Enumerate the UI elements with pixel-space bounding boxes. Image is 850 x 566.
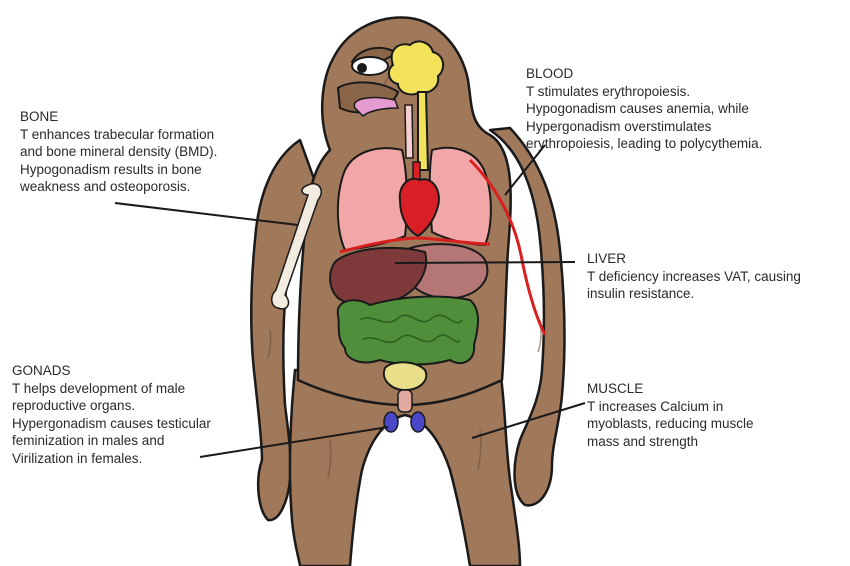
intestines — [336, 295, 479, 366]
gonads-text-line: feminization in males and — [12, 433, 165, 448]
left-testis — [383, 411, 399, 433]
gonads-text-line: Hypergonadism causes testicular — [12, 415, 211, 431]
blood-text-line: erythropoiesis, leading to polycythemia. — [526, 136, 763, 151]
penis — [397, 389, 413, 413]
humerus-bone — [271, 183, 322, 310]
gonads-text-line: T helps development of male — [12, 380, 186, 396]
gonads-text-line: reproductive organs. — [12, 398, 136, 413]
pelvic-organs — [382, 361, 428, 433]
legs — [288, 368, 522, 566]
pointer-gonads — [199, 426, 389, 458]
blood-text-line: T stimulates erythropoiesis. — [526, 83, 691, 99]
blood-title: BLOOD — [526, 66, 574, 81]
arm-blood-vessel — [468, 158, 547, 336]
pointer-lines — [114, 144, 586, 458]
pupil — [357, 63, 367, 73]
trachea — [404, 104, 414, 159]
muscle-text-line: T increases Calcium in — [587, 398, 724, 414]
diaphragm-vessel — [339, 236, 491, 254]
bone-text-line: T enhances trabecular formation — [20, 126, 215, 142]
gonads-text-line: Virilization in females. — [12, 450, 143, 466]
bone-text-line: weakness and osteoporosis. — [20, 179, 191, 194]
muscle-text-line: myoblasts, reducing muscle — [587, 416, 754, 431]
left-lung — [336, 147, 408, 252]
muscle-title: MUSCLE — [587, 381, 644, 396]
gonads-title: GONADS — [12, 363, 71, 378]
small-intestine-coils — [359, 314, 463, 344]
blood-text-line: Hypogonadism causes anemia, while — [526, 101, 749, 116]
eye — [351, 56, 389, 76]
blood-text-line: Hypergonadism overstimulates — [526, 118, 712, 134]
liver-label-block: LIVER T deficiency increases VAT, causin… — [587, 250, 801, 303]
heart — [398, 161, 440, 238]
bone-label-block: BONE T enhances trabecular formation and… — [20, 108, 217, 196]
bone-title: BONE — [20, 109, 59, 124]
lungs — [336, 146, 492, 252]
brain — [387, 40, 445, 96]
muscle-text-line: mass and strength — [587, 433, 699, 449]
tongue — [353, 96, 400, 118]
right-testis — [410, 411, 426, 433]
blood-label-block: BLOOD T stimulates erythropoiesis. Hypog… — [526, 65, 762, 153]
pointer-muscle — [471, 402, 586, 439]
liver-title: LIVER — [587, 251, 627, 266]
bladder — [382, 361, 428, 392]
pointer-blood — [504, 144, 546, 196]
pointer-bone — [114, 202, 299, 226]
bone-text-line: Hypogonadism results in bone — [20, 161, 202, 177]
gonads-label-block: GONADS T helps development of male repro… — [12, 362, 211, 467]
spinal-cord — [417, 91, 430, 171]
liver-text-line: insulin resistance. — [587, 286, 695, 301]
pointer-liver — [394, 261, 576, 264]
bone-text-line: and bone mineral density (BMD). — [20, 144, 218, 159]
heart-shape — [398, 177, 440, 238]
brain-and-spine — [387, 40, 445, 171]
large-intestine — [336, 295, 479, 366]
muscle-label-block: MUSCLE T increases Calcium in myoblasts,… — [587, 380, 754, 450]
liver-text-line: T deficiency increases VAT, causing — [587, 268, 801, 284]
face — [336, 46, 400, 118]
